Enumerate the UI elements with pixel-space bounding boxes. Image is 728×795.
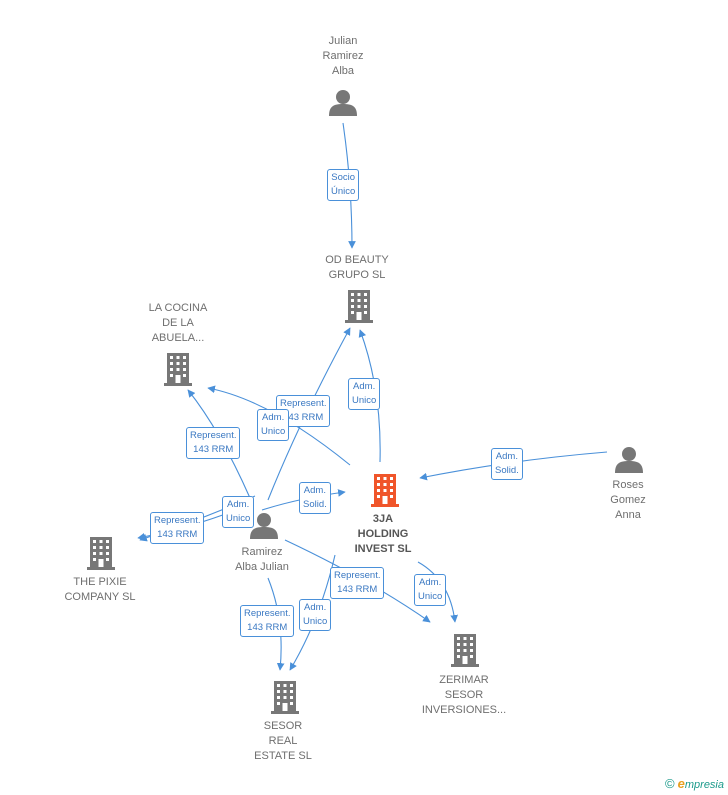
edge-label-line: 143 RRM [193, 444, 234, 455]
node-label-line: ABUELA... [151, 332, 205, 344]
edge-label-e6[interactable]: Adm. Solid. [491, 448, 523, 480]
edge-label-e5[interactable]: Represent. 143 RRM [186, 427, 241, 459]
node-label-line: INVERSIONES... [421, 704, 507, 716]
edge-label-line: 143 RRM [337, 584, 378, 595]
node-label-line: Ramirez [322, 50, 364, 62]
building-icon-zerimar [451, 634, 479, 667]
node-label-odbeauty[interactable]: OD BEAUTY GRUPO SL [307, 253, 407, 283]
edge-label-line: Solid. [303, 499, 327, 510]
node-label-line: INVEST SL [354, 543, 412, 555]
edge-label-line: Unico [303, 616, 328, 627]
node-label-zerimar[interactable]: ZERIMAR SESOR INVERSIONES... [410, 673, 518, 718]
edge-label-e11[interactable]: Adm. Unico [414, 574, 447, 606]
copyright-icon: © [664, 776, 675, 791]
edge-label-line: Socio [331, 172, 356, 183]
node-label-sesor[interactable]: SESOR REAL ESTATE SL [240, 719, 326, 764]
edge-label-e9[interactable]: Represent. 143 RRM [150, 512, 205, 544]
node-label-line: Ramirez [241, 546, 283, 558]
edge-label-line: Unico [352, 395, 377, 406]
edge-label-line: Unico [418, 591, 443, 602]
edge-label-line: Represent. [334, 570, 381, 581]
edge-label-e12[interactable]: Represent. 143 RRM [240, 605, 295, 637]
edge-label-line: Adm. [419, 577, 442, 588]
edge-label-line: Adm. [353, 381, 376, 392]
edge-label-line: Adm. [304, 602, 327, 613]
building-icon-sesor [271, 681, 299, 714]
node-label-line: DE LA [162, 317, 194, 329]
building-icon-odbeauty [345, 290, 373, 323]
edge-label-line: Adm. [303, 485, 326, 496]
edge-label-line: Represent. [280, 398, 327, 409]
edge-label-e4[interactable]: Adm. Unico [257, 409, 290, 441]
brand-initial: e [677, 776, 685, 791]
edge-label-e10[interactable]: Represent. 143 RRM [330, 567, 385, 599]
node-label-line: REAL [268, 735, 298, 747]
edge-label-line: Único [331, 186, 356, 197]
edge-label-e8[interactable]: Adm. Solid. [299, 482, 331, 514]
node-label-pixie[interactable]: THE PIXIE COMPANY SL [50, 575, 150, 605]
node-label-line: GRUPO SL [328, 269, 386, 281]
person-icon-julian [329, 90, 357, 116]
edge-label-line: 143 RRM [283, 412, 324, 423]
building-icon-main [371, 474, 399, 507]
edge-label-line: Represent. [154, 515, 201, 526]
node-label-line: COMPANY SL [64, 591, 136, 603]
edge-label-line: Represent. [244, 608, 291, 619]
building-icon-cocina [164, 353, 192, 386]
edge-label-line: Adm. [495, 451, 518, 462]
node-label-line: Roses [612, 479, 644, 491]
node-label-line: Gomez [610, 494, 646, 506]
node-label-line: SESOR [444, 689, 484, 701]
edge-label-line: Represent. [190, 430, 237, 441]
brand-logo[interactable]: © empresia [665, 776, 724, 791]
edge-label-line: Unico [226, 513, 251, 524]
node-label-line: Julian [328, 35, 358, 47]
edge-label-line: Unico [261, 426, 286, 437]
person-icon-roses [615, 447, 643, 473]
node-label-line: ZERIMAR [439, 674, 489, 686]
edge-label-line: 143 RRM [157, 529, 198, 540]
edge-label-e1[interactable]: Socio Único [327, 169, 360, 201]
node-label-line: Alba Julian [235, 561, 289, 573]
node-label-line: 3JA [372, 513, 394, 525]
edge-label-e13[interactable]: Adm. Unico [299, 599, 332, 631]
edge-label-line: Adm. [262, 412, 285, 423]
node-label-line: THE PIXIE [73, 576, 127, 588]
edge-label-e7[interactable]: Adm. Unico [222, 496, 255, 528]
node-label-main[interactable]: 3JA HOLDING INVEST SL [334, 512, 432, 557]
node-label-line: OD BEAUTY [325, 254, 389, 266]
edge-label-line: Adm. [227, 499, 250, 510]
node-label-line: HOLDING [357, 528, 409, 540]
edge-label-line: Solid. [495, 465, 519, 476]
edge-label-e2[interactable]: Adm. Unico [348, 378, 381, 410]
node-label-cocina[interactable]: LA COCINA DE LA ABUELA... [130, 301, 226, 346]
building-icon-pixie [87, 537, 115, 570]
node-label-roses[interactable]: Roses Gomez Anna [588, 478, 668, 523]
node-label-ramirez[interactable]: Ramirez Alba Julian [214, 545, 310, 575]
node-label-line: Anna [615, 509, 641, 521]
node-label-line: SESOR [263, 720, 303, 732]
brand-name: mpresia [684, 779, 724, 791]
person-icon-ramirez [250, 513, 278, 539]
edge-label-line: 143 RRM [247, 622, 288, 633]
node-label-line: Alba [331, 65, 355, 77]
node-label-julian[interactable]: Julian Ramirez Alba [300, 34, 386, 79]
node-label-line: LA COCINA [148, 302, 208, 314]
node-label-line: ESTATE SL [254, 750, 312, 762]
